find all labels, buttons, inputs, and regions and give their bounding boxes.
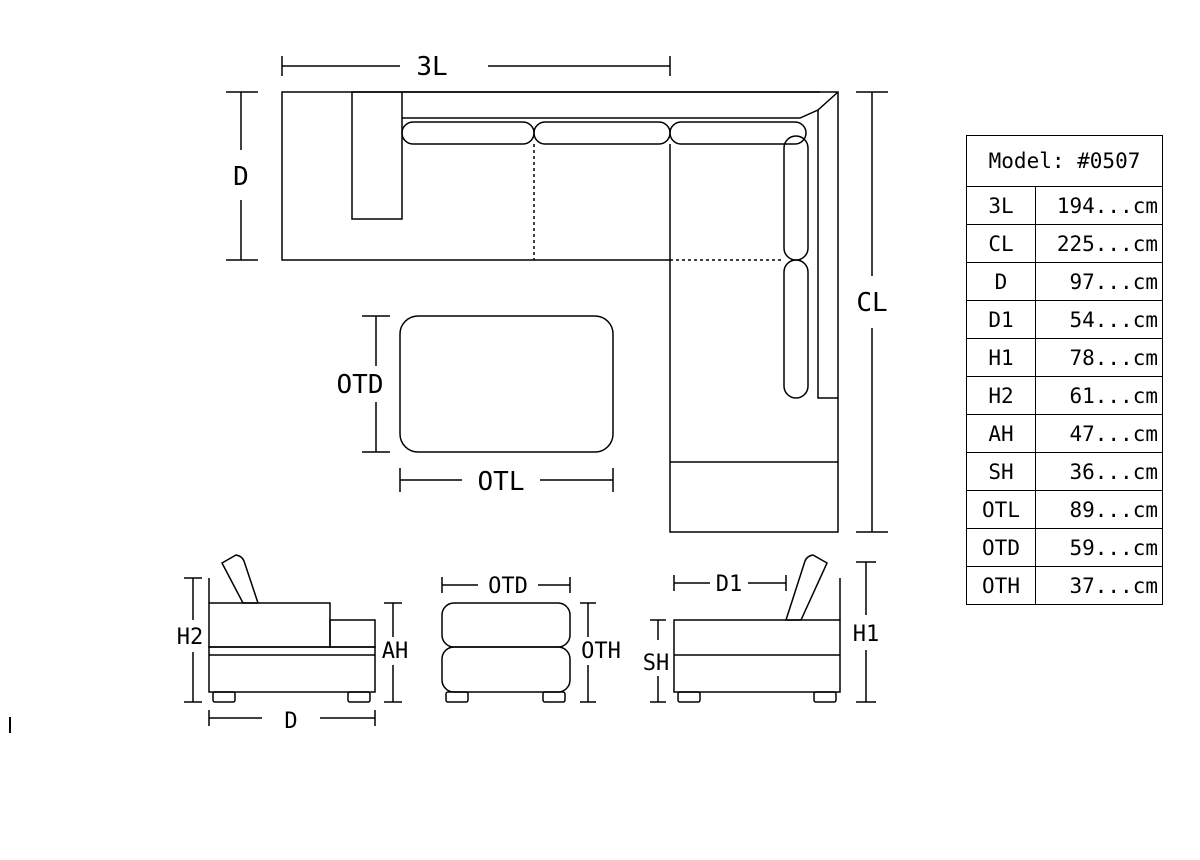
spec-value: 225...cm	[1035, 224, 1163, 263]
spec-row: H1 78...cm	[966, 338, 1163, 377]
side-back-cushion	[783, 259, 809, 399]
sofa-leg	[347, 691, 371, 703]
spec-key: SH	[966, 452, 1036, 491]
ottoman-side-view: OTD OTH	[441, 574, 621, 703]
sofa-body	[208, 646, 376, 693]
dimension-sh: SH	[643, 619, 670, 703]
ottoman-top-cushion	[441, 602, 571, 648]
spec-row: AH 47...cm	[966, 414, 1163, 453]
back-inner-edge	[402, 91, 839, 119]
spec-key: OTL	[966, 490, 1036, 529]
spec-key: OTD	[966, 528, 1036, 567]
spec-table: Model: #0507 3L 194...cm CL 225...cm D 9…	[966, 135, 1163, 605]
back-cushion-tilted	[784, 554, 828, 621]
side-view-right: D1 SH H1	[643, 554, 880, 703]
spec-key: H1	[966, 338, 1036, 377]
spec-row: OTD 59...cm	[966, 528, 1163, 567]
dimension-otd-side: OTD	[441, 574, 571, 599]
stray-mark	[9, 717, 11, 733]
ottoman-leg	[445, 691, 469, 703]
ottoman-leg	[542, 691, 566, 703]
dimension-d1: D1	[673, 572, 787, 597]
dimension-3l: 3L	[281, 52, 671, 82]
dimension-otl: OTL	[399, 467, 614, 497]
spec-value: 54...cm	[1035, 300, 1163, 339]
spec-value: 59...cm	[1035, 528, 1163, 567]
arm-rest	[329, 619, 376, 648]
dimension-otd-top: OTD	[337, 315, 390, 453]
spec-key: D1	[966, 300, 1036, 339]
side-view-left: H2 AH D	[177, 554, 409, 734]
dimension-label-cl: CL	[856, 288, 887, 318]
dimension-label-sh: SH	[643, 651, 670, 676]
spec-row: CL 225...cm	[966, 224, 1163, 263]
back-cushion	[669, 121, 807, 145]
spec-row: D1 54...cm	[966, 300, 1163, 339]
dimension-h1: H1	[853, 561, 880, 703]
dimension-d-side: D	[208, 709, 376, 734]
left-arm-top	[351, 91, 403, 220]
dimension-ah: AH	[382, 602, 409, 703]
back-cushion	[533, 121, 671, 145]
spec-row: 3L 194...cm	[966, 186, 1163, 225]
seat-cushion	[208, 602, 331, 648]
dimension-label-otd-side: OTD	[488, 574, 528, 599]
ottoman-bottom-cushion	[441, 646, 571, 693]
dimension-label-h2: H2	[177, 625, 204, 650]
dimension-label-3l: 3L	[416, 52, 447, 82]
spec-key: H2	[966, 376, 1036, 415]
spec-value: 97...cm	[1035, 262, 1163, 301]
sofa-leg	[677, 691, 701, 703]
spec-row: D 97...cm	[966, 262, 1163, 301]
ottoman-top-view: OTD OTL	[337, 315, 614, 497]
side-back-cushion	[783, 135, 809, 261]
sectional-top-view: 3L D CL	[226, 52, 888, 533]
ottoman-outline	[399, 315, 614, 453]
dimension-label-d: D	[233, 162, 249, 192]
sectional-outline	[281, 91, 839, 533]
spec-value: 194...cm	[1035, 186, 1163, 225]
dimension-label-h1: H1	[853, 622, 880, 647]
back-cushion	[401, 121, 535, 145]
dimension-d-top: D	[226, 91, 258, 261]
spec-row: OTL 89...cm	[966, 490, 1163, 529]
spec-row: SH 36...cm	[966, 452, 1163, 491]
dimension-oth: OTH	[580, 602, 621, 703]
spec-key: 3L	[966, 186, 1036, 225]
spec-value: 78...cm	[1035, 338, 1163, 377]
dimension-label-oth: OTH	[581, 639, 621, 664]
dimension-label-ah: AH	[382, 639, 409, 664]
spec-value: 47...cm	[1035, 414, 1163, 453]
sofa-leg	[813, 691, 837, 703]
spec-key: D	[966, 262, 1036, 301]
right-back-inner-edge	[817, 110, 838, 399]
spec-key: AH	[966, 414, 1036, 453]
sofa-leg	[212, 691, 236, 703]
spec-value: 61...cm	[1035, 376, 1163, 415]
dimension-label-otd: OTD	[337, 370, 384, 400]
spec-key: OTH	[966, 566, 1036, 605]
spec-key: CL	[966, 224, 1036, 263]
spec-table-header-row: Model: #0507	[966, 135, 1163, 187]
dimension-label-d1: D1	[716, 572, 743, 597]
spec-value: 36...cm	[1035, 452, 1163, 491]
spec-row: H2 61...cm	[966, 376, 1163, 415]
spec-value: 89...cm	[1035, 490, 1163, 529]
dimension-label-d-side: D	[284, 709, 297, 734]
dimension-label-otl: OTL	[478, 467, 525, 497]
sofa-body	[673, 619, 841, 693]
back-cushions	[401, 121, 809, 399]
spec-value: 37...cm	[1035, 566, 1163, 605]
dimension-cl: CL	[856, 91, 888, 533]
spec-row: OTH 37...cm	[966, 566, 1163, 605]
back-cushion-tilted	[220, 554, 260, 604]
model-label: Model: #0507	[966, 135, 1163, 187]
dimension-h2: H2	[177, 577, 204, 703]
